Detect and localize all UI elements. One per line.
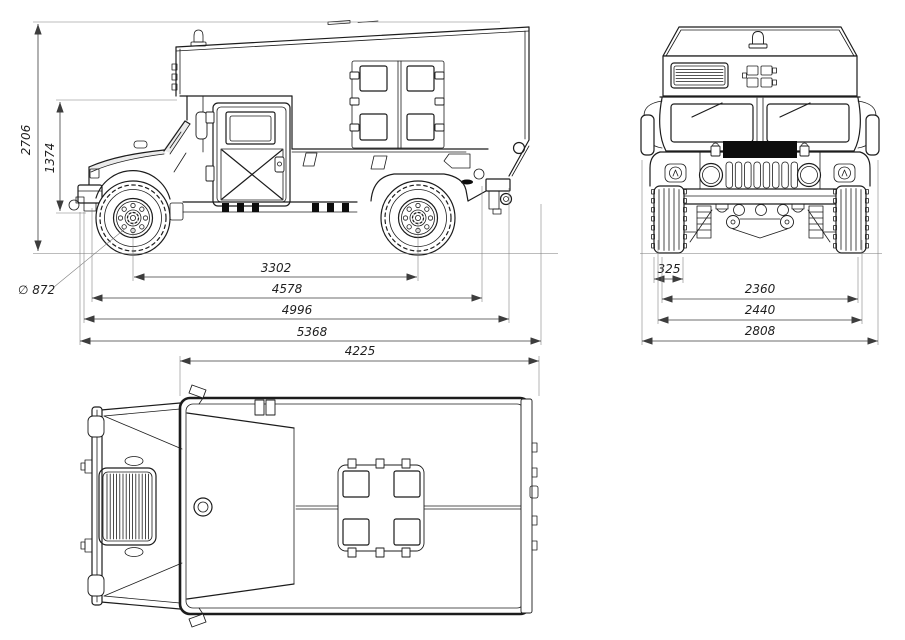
- top-dimensions: 4225: [179, 344, 540, 396]
- door-hinge: [205, 165, 215, 182]
- roof-hinge: [254, 399, 265, 416]
- marker-light-left: [664, 163, 687, 183]
- cab-door: [205, 102, 291, 207]
- marker-light-right: [833, 163, 856, 183]
- mud-flap: [169, 202, 184, 221]
- marker-light: [461, 179, 473, 185]
- front-bumper: [657, 188, 863, 205]
- windshield-right: [766, 103, 850, 143]
- wiper-side: [169, 131, 182, 149]
- rear-fender-arch: [370, 173, 469, 202]
- front-dimensions: 325 2360 2440 2808: [640, 160, 882, 345]
- hatch-door: [359, 65, 388, 92]
- rear-door-latch: [529, 485, 539, 499]
- front-tire-left: [650, 185, 688, 254]
- hood-latch-top: [124, 547, 144, 557]
- hatch-hinge: [349, 97, 360, 106]
- dim-tire-width: 325: [658, 262, 681, 276]
- fuel-filler-recess: [443, 153, 471, 169]
- headlight-side: [89, 168, 100, 179]
- top-mirror-right: [188, 607, 207, 628]
- hood-latch: [710, 142, 810, 157]
- wiper-right: [779, 102, 811, 118]
- roof-hatch: [342, 518, 370, 546]
- dim-overall-width: 2808: [745, 324, 776, 338]
- dim-chassis-length: 4996: [282, 303, 313, 317]
- dim-overall-length: 5368: [297, 325, 328, 339]
- mirror-left: [640, 100, 663, 156]
- blackout-light-side: [133, 140, 148, 149]
- door-handle: [274, 156, 285, 173]
- dim-track-width: 2360: [745, 282, 776, 296]
- front-cross-window: [742, 65, 777, 88]
- front-clip: [649, 141, 871, 243]
- side-shelter-box: [171, 20, 530, 185]
- dim-overall-height: 2706: [19, 124, 33, 155]
- hatch-hinge: [349, 123, 360, 132]
- hatch-hinge: [349, 71, 360, 80]
- wiper-left: [691, 102, 723, 118]
- top-mirror-left: [188, 384, 207, 405]
- hatch-door: [359, 113, 388, 141]
- top-hood: [80, 402, 183, 610]
- top-radiator-grille: [98, 467, 157, 546]
- dim-box-length: 4225: [345, 344, 376, 358]
- mirror-side: [195, 111, 208, 140]
- radiator-grille: [725, 161, 798, 189]
- tow-hitch: [499, 192, 513, 206]
- roof-vent-top: [193, 497, 213, 517]
- roof-vent-cap: [327, 20, 351, 25]
- hatch-door: [406, 65, 435, 92]
- front-tire-right: [832, 185, 870, 254]
- side-hatch-doors: [349, 60, 445, 149]
- beacon-side: [190, 29, 207, 47]
- front-suspension: [683, 203, 837, 243]
- beacon-front: [748, 31, 768, 49]
- door-hinge: [205, 111, 215, 124]
- tail-light: [473, 168, 485, 180]
- hatch-hinge: [434, 71, 445, 80]
- rear-corner-light: [512, 141, 526, 155]
- bumperette: [87, 415, 105, 438]
- front-bumper-side: [77, 184, 103, 204]
- body-vent: [302, 152, 318, 167]
- top-view: 4225: [80, 344, 540, 628]
- mirror-right: [857, 100, 880, 156]
- door-x-brace: [221, 149, 283, 200]
- side-view: 2706 1374 ∅ 872 3302 4578 4996 5368: [18, 20, 558, 345]
- dim-wheel-diameter: ∅ 872: [18, 283, 55, 297]
- roof-hinge: [265, 399, 276, 416]
- roof-hatch: [393, 470, 421, 498]
- front-view: 325 2360 2440 2808: [640, 26, 882, 345]
- side-chassis: [68, 170, 513, 221]
- bumperette: [87, 574, 105, 597]
- tow-shackle: [68, 199, 80, 211]
- side-dimensions: 2706 1374 ∅ 872 3302 4578 4996 5368: [18, 21, 558, 345]
- dim-wheelbase: 3302: [261, 261, 292, 275]
- front-vent-grille: [670, 62, 729, 89]
- door-window: [225, 111, 276, 145]
- dim-body-width: 2440: [745, 303, 776, 317]
- box-rear-edge: [520, 398, 539, 614]
- headlight-right: [796, 162, 822, 188]
- hatch-door: [406, 113, 435, 141]
- front-fender-arch: [95, 170, 171, 200]
- roof-hatch: [393, 518, 421, 546]
- headlight-left: [698, 162, 724, 188]
- hatch-hinge: [434, 123, 445, 132]
- top-shelter-box: [178, 384, 539, 628]
- hood-latch-top: [124, 456, 144, 466]
- rear-bumper-side: [485, 178, 511, 192]
- body-vent: [370, 155, 388, 170]
- front-shelter-box: [662, 26, 858, 97]
- windshield-left: [670, 103, 754, 143]
- side-cab: [88, 29, 291, 207]
- roof-hatch-cluster: [337, 458, 425, 558]
- blackout-panel: [723, 141, 797, 158]
- dim-cab-height: 1374: [43, 143, 57, 174]
- hatch-hinge: [434, 97, 445, 106]
- dim-body-length: 4578: [272, 282, 303, 296]
- roof-hatch: [342, 470, 370, 498]
